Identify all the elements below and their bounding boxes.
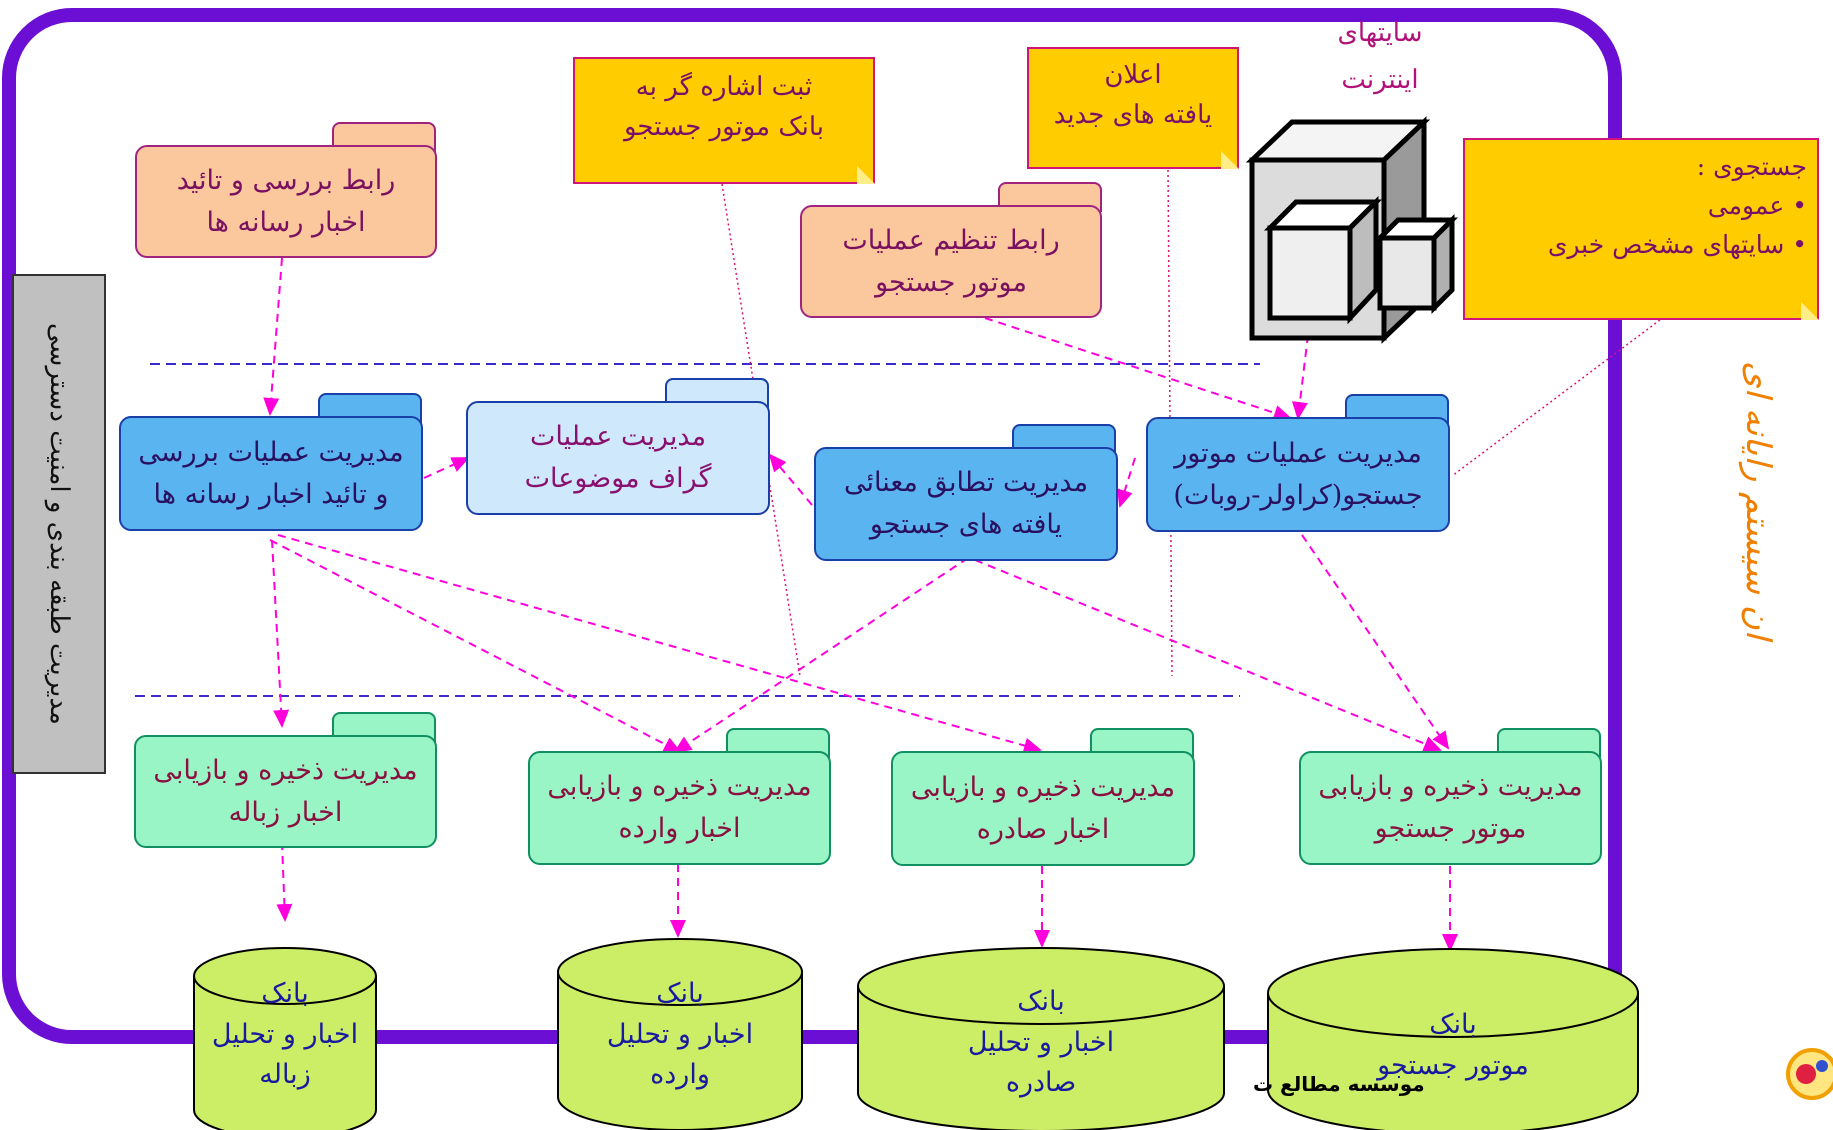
layer-separators: [135, 363, 1260, 697]
note-fold-icon: [857, 166, 875, 184]
note-fold-icon: [1801, 302, 1819, 320]
database-engine-icon: [1267, 948, 1639, 1130]
database-outgoing-icon: [857, 947, 1225, 1130]
database-trash-label: بانک اخبار و تحلیل زباله: [211, 978, 359, 1090]
note-fold-icon: [1221, 151, 1239, 169]
internet-sites-label: سایتهای اینترنت: [1337, 18, 1423, 95]
database-incoming-icon: [557, 938, 803, 1130]
search-types-note: جستجوی : • عمومی • سایتهای مشخص خبری: [1463, 138, 1819, 320]
access-management-text: مدیریت طبقه بندی و امنیت دسترسی: [44, 323, 74, 725]
system-title: ان سیستم رایانه ای: [1728, 300, 1788, 700]
footer-institute: موسسه مطالع ت: [1253, 1072, 1425, 1096]
system-title-text: ان سیستم رایانه ای: [1738, 360, 1778, 640]
new-findings-note: اعلان یافته های جدید: [1027, 47, 1239, 169]
database-outgoing-label: بانک اخبار و تحلیل صادره: [967, 986, 1115, 1098]
arrows: [263, 257, 1458, 952]
database-trash-icon: [193, 947, 377, 1130]
access-management-label: مدیریت طبقه بندی و امنیت دسترسی: [12, 274, 106, 774]
dotted-links: [721, 169, 1661, 677]
database-incoming-label: بانک اخبار و تحلیل وارده: [606, 978, 754, 1090]
register-pointer-note: ثبت اشاره گر به بانک موتور جستجو: [573, 57, 875, 184]
database-engine-label: بانک موتور جستجو: [1377, 1009, 1529, 1081]
